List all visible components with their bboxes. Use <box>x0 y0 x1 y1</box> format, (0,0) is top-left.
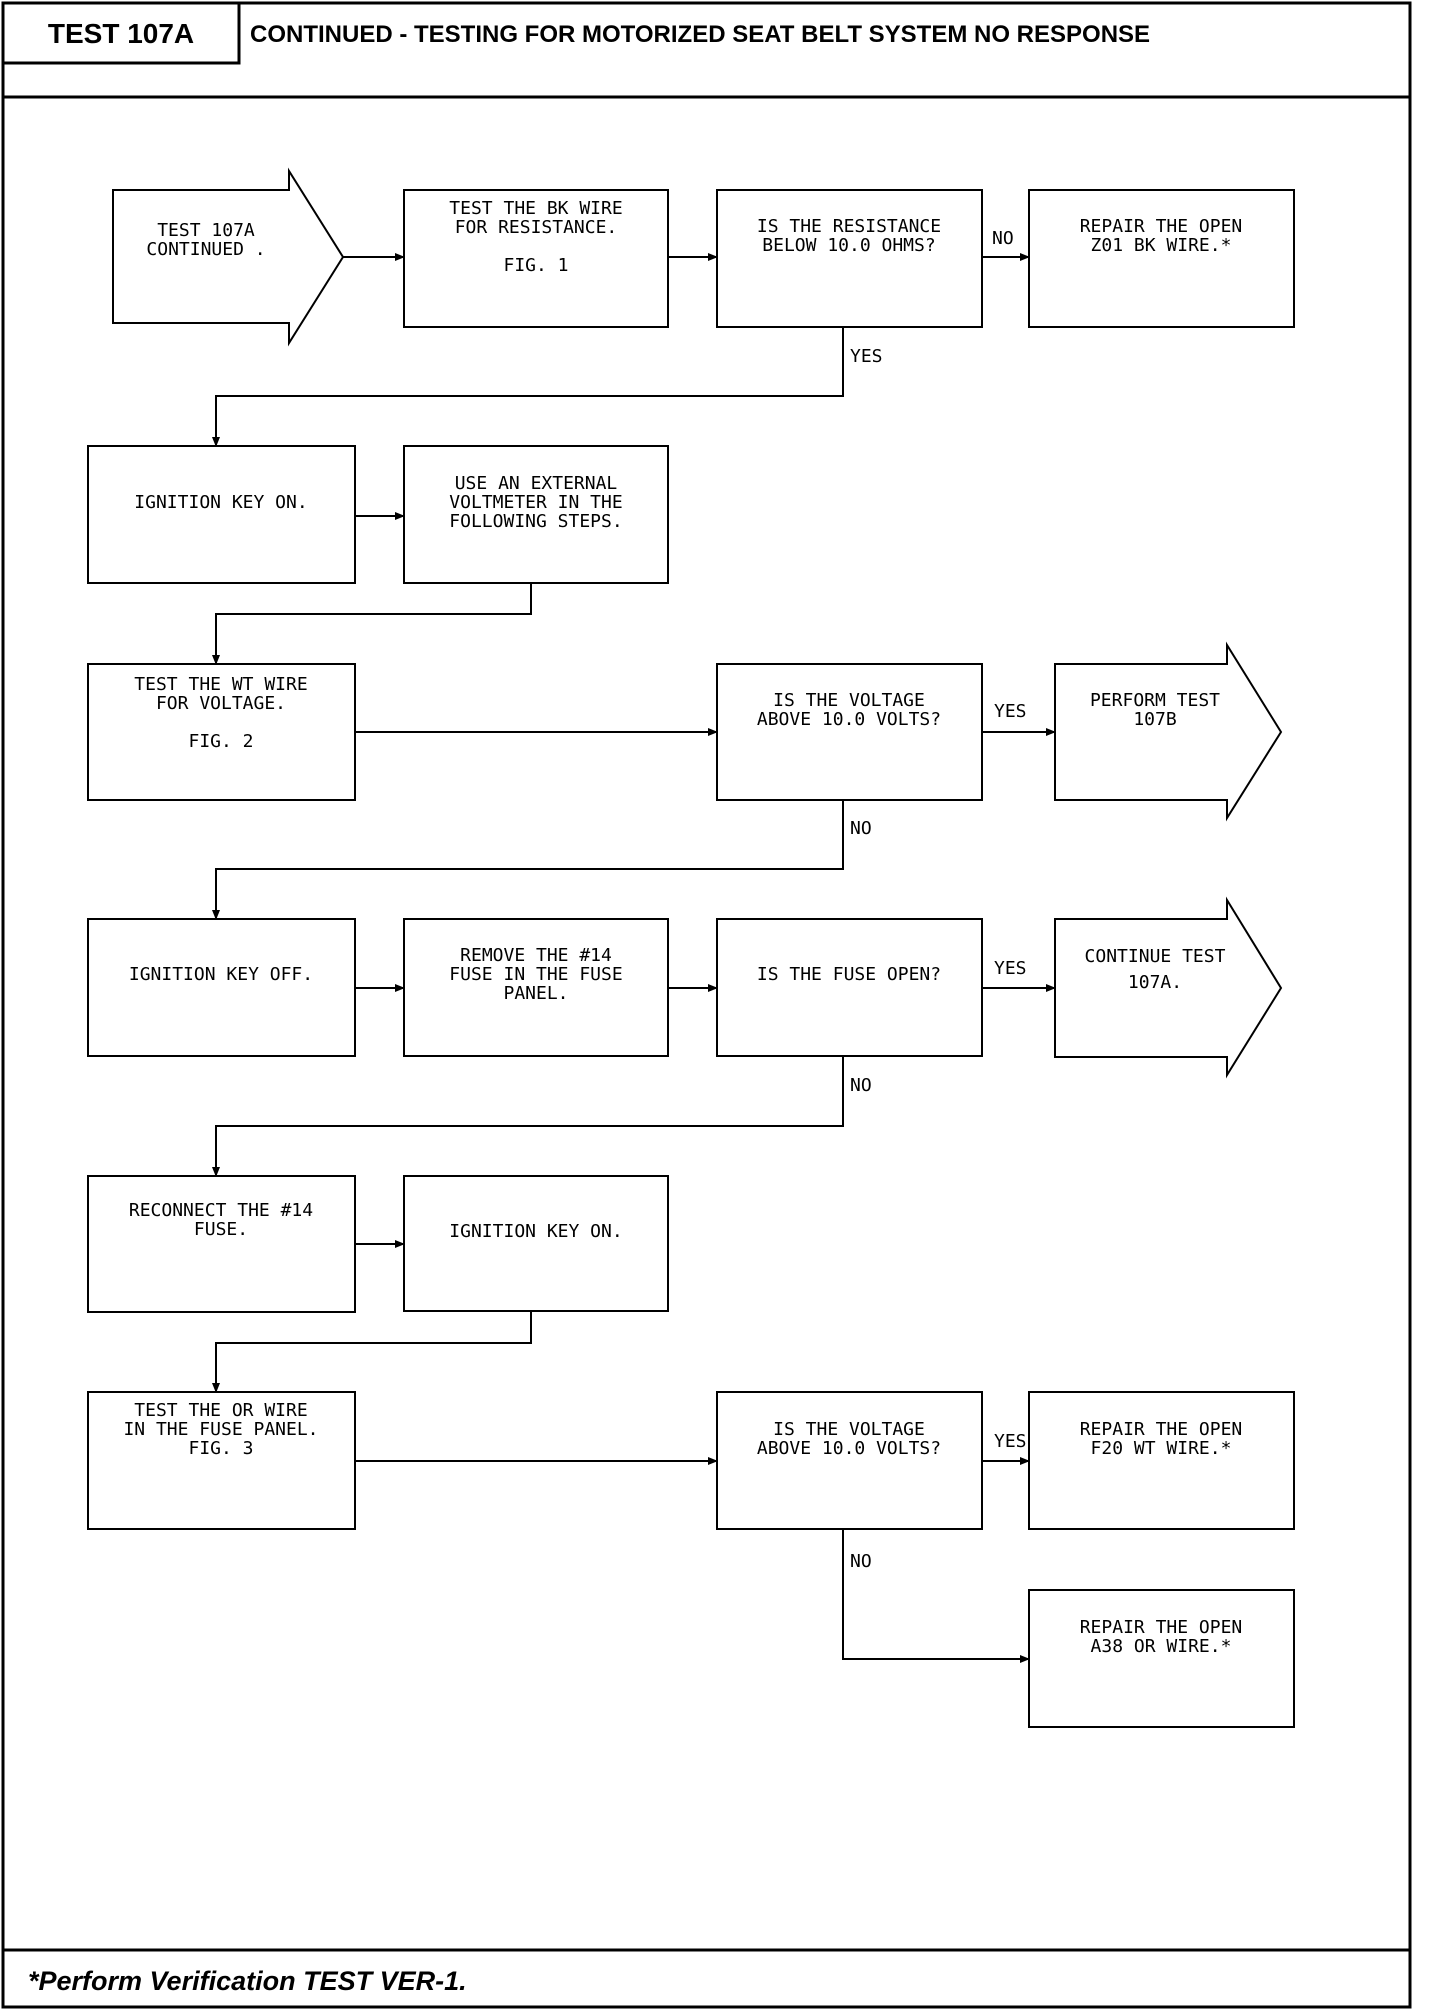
ign-on-1-line: IGNITION KEY ON. <box>134 492 307 513</box>
label-q-fuse-no: NO <box>850 1075 872 1096</box>
edge-voltmeter-to-test-wt <box>212 583 532 665</box>
start-line: CONTINUED . <box>146 239 265 260</box>
test-bk-line: TEST THE BK WIRE <box>449 198 622 219</box>
label-q-voltage-2-yes: YES <box>994 1431 1027 1452</box>
test-or-line: IN THE FUSE PANEL. <box>123 1419 318 1440</box>
test-wt-line: TEST THE WT WIRE <box>134 674 307 695</box>
node-ign-on-2: IGNITION KEY ON. <box>403 1175 669 1312</box>
header-id-box <box>1 1 241 65</box>
remove-fuse-line: PANEL. <box>503 983 568 1004</box>
connector-lines <box>212 253 1056 1663</box>
repair-a38-line: REPAIR THE OPEN <box>1080 1617 1243 1638</box>
test-or-line: FIG. 3 <box>188 1438 253 1459</box>
use-voltmeter-line: FOLLOWING STEPS. <box>449 511 622 532</box>
label-q-resistance-no: NO <box>992 228 1014 249</box>
test-id: TEST 107A <box>48 18 194 49</box>
footer-note: *Perform Verification TEST VER-1. <box>28 1966 467 1996</box>
test-wt-line: FOR VOLTAGE. <box>156 693 286 714</box>
node-q-fuse-text: IS THE FUSE OPEN? <box>757 964 941 985</box>
ign-on-2-line: IGNITION KEY ON. <box>449 1221 622 1242</box>
node-ign-on-2-text: IGNITION KEY ON. <box>449 1221 622 1242</box>
ign-off-line: IGNITION KEY OFF. <box>129 964 313 985</box>
perform-107b-line: PERFORM TEST <box>1090 690 1220 711</box>
q-voltage-2-line: IS THE VOLTAGE <box>773 1419 925 1440</box>
page-frame <box>1 1 1412 2009</box>
perform-107b-line: 107B <box>1133 709 1176 730</box>
q-resistance-line: IS THE RESISTANCE <box>757 216 941 237</box>
node-ign-on-1-text: IGNITION KEY ON. <box>134 492 307 513</box>
test-wt-line: FIG. 2 <box>188 731 253 752</box>
edge-q-voltage-2-no <box>842 1529 1030 1663</box>
q-voltage-1-line: IS THE VOLTAGE <box>773 690 925 711</box>
q-voltage-1-line: ABOVE 10.0 VOLTS? <box>757 709 941 730</box>
label-q-voltage-1-no: NO <box>850 818 872 839</box>
edge-q-resistance-yes <box>212 327 844 447</box>
continue-107a-line: CONTINUE TEST <box>1085 946 1226 967</box>
repair-f20-line: REPAIR THE OPEN <box>1080 1419 1243 1440</box>
test-bk-line: FOR RESISTANCE. <box>455 217 618 238</box>
node-ign-off: IGNITION KEY OFF. <box>87 918 356 1057</box>
label-q-voltage-1-yes: YES <box>994 701 1027 722</box>
q-fuse-line: IS THE FUSE OPEN? <box>757 964 941 985</box>
label-q-voltage-2-no: NO <box>850 1551 872 1572</box>
use-voltmeter-line: USE AN EXTERNAL <box>455 473 618 494</box>
q-resistance-line: BELOW 10.0 OHMS? <box>762 235 935 256</box>
node-ign-off-text: IGNITION KEY OFF. <box>129 964 313 985</box>
q-voltage-2-line: ABOVE 10.0 VOLTS? <box>757 1438 941 1459</box>
label-q-resistance-yes: YES <box>850 346 883 367</box>
node-continue-107a-text: CONTINUE TEST 107A. <box>1085 946 1226 993</box>
edge-ign-on-2-to-test-or <box>212 1311 532 1393</box>
edge-q-voltage-1-no <box>212 800 844 920</box>
test-bk-line: FIG. 1 <box>503 255 568 276</box>
remove-fuse-line: REMOVE THE #14 <box>460 945 612 966</box>
test-or-line: TEST THE OR WIRE <box>134 1400 307 1421</box>
start-line: TEST 107A <box>157 220 255 241</box>
node-continue-107a: CONTINUE TEST 107A. <box>1054 896 1283 1079</box>
repair-z01-line: REPAIR THE OPEN <box>1080 216 1243 237</box>
continue-107a-line: 107A. <box>1128 972 1182 993</box>
repair-f20-line: F20 WT WIRE.* <box>1091 1438 1232 1459</box>
node-q-fuse: IS THE FUSE OPEN? <box>716 918 983 1057</box>
reconnect-fuse-line: RECONNECT THE #14 <box>129 1200 313 1221</box>
label-q-fuse-yes: YES <box>994 958 1027 979</box>
reconnect-fuse-line: FUSE. <box>194 1219 248 1240</box>
node-ign-on-1: IGNITION KEY ON. <box>87 445 356 584</box>
page-title: CONTINUED - TESTING FOR MOTORIZED SEAT B… <box>250 21 1150 48</box>
remove-fuse-line: FUSE IN THE FUSE <box>449 964 622 985</box>
edge-q-fuse-no <box>212 1057 844 1177</box>
repair-a38-line: A38 OR WIRE.* <box>1091 1636 1232 1657</box>
repair-z01-line: Z01 BK WIRE.* <box>1091 235 1232 256</box>
use-voltmeter-line: VOLTMETER IN THE <box>449 492 622 513</box>
